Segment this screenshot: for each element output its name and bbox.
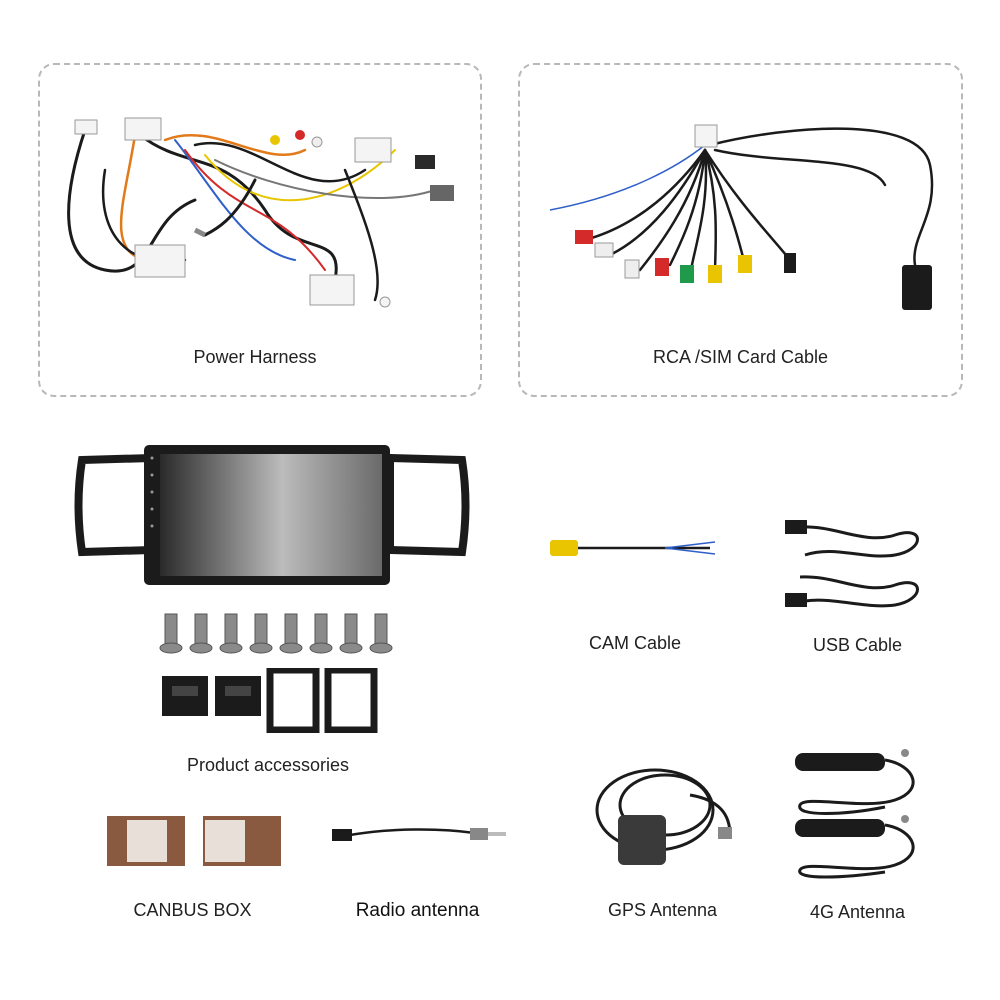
cam-cable-image — [545, 530, 725, 570]
screws-image — [155, 612, 395, 662]
power-harness-image — [45, 110, 475, 320]
power-harness-card — [38, 63, 482, 397]
gps-antenna-label: GPS Antenna — [607, 900, 718, 920]
head-unit-image — [72, 440, 472, 590]
cam-cable-label: CAM Cable — [588, 633, 682, 653]
4g-antenna-image — [785, 745, 930, 880]
usb-cable-image — [775, 505, 925, 610]
rca-sim-cable-label: RCA /SIM Card Cable — [652, 347, 829, 367]
product-accessories-label: Product accessories — [186, 755, 350, 775]
brackets-image — [160, 668, 380, 733]
radio-antenna-image — [330, 820, 510, 850]
usb-cable-label: USB Cable — [812, 635, 903, 655]
radio-antenna-label: Radio antenna — [355, 900, 480, 921]
rca-sim-cable-image — [540, 115, 950, 325]
rca-sim-cable-card — [518, 63, 963, 397]
canbus-box-image — [105, 812, 285, 870]
canbus-box-label: CANBUS BOX — [133, 900, 252, 920]
gps-antenna-image — [590, 765, 740, 875]
4g-antenna-label: 4G Antenna — [809, 902, 906, 922]
power-harness-label: Power Harness — [193, 347, 317, 367]
